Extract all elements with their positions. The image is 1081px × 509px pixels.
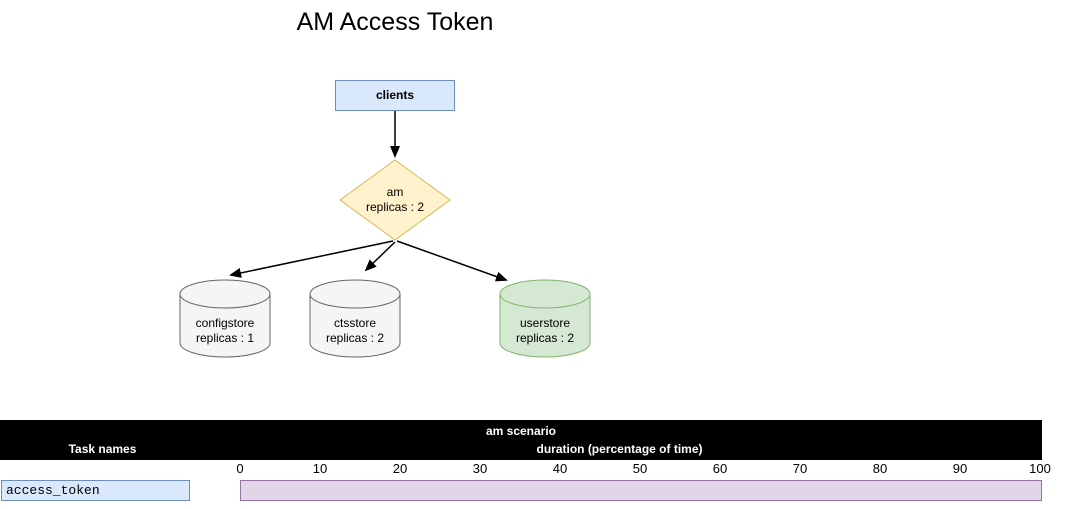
task-name-cell: access_token <box>1 480 190 501</box>
axis-tick-70: 70 <box>792 461 808 476</box>
task-bar <box>240 480 1042 501</box>
axis-tick-50: 50 <box>632 461 648 476</box>
axis-tick-60: 60 <box>712 461 728 476</box>
axis-tick-80: 80 <box>872 461 888 476</box>
arrow-am-to-configstore <box>229 240 394 278</box>
axis-tick-100: 100 <box>1029 461 1051 476</box>
axis-tick-30: 30 <box>472 461 488 476</box>
ctsstore-label-line2: replicas : 2 <box>325 331 385 345</box>
am-decision-diamond <box>339 159 451 241</box>
am-label: am replicas : 2 <box>340 185 450 215</box>
axis-tick-10: 10 <box>312 461 328 476</box>
ctsstore-label-line1: ctsstore <box>333 316 376 330</box>
arrow-am-to-ctsstore <box>364 241 396 272</box>
configstore-label-line1: configstore <box>195 316 255 330</box>
gantt-task-column-header: Task names <box>68 442 137 456</box>
axis-tick-0: 0 <box>236 461 244 476</box>
configstore-label: configstore replicas : 1 <box>180 316 270 346</box>
ctsstore-cylinder <box>309 279 401 358</box>
userstore-cylinder <box>499 279 591 358</box>
am-label-line1: am <box>386 185 404 199</box>
axis-tick-40: 40 <box>552 461 568 476</box>
am-label-line2: replicas : 2 <box>365 200 425 214</box>
userstore-label: userstore replicas : 2 <box>500 316 590 346</box>
configstore-cylinder <box>179 279 271 358</box>
axis-tick-20: 20 <box>392 461 408 476</box>
clients-label: clients <box>375 88 414 102</box>
gantt-scenario-title: am scenario <box>485 424 557 438</box>
gantt-duration-header: duration (percentage of time) <box>536 442 703 456</box>
axis-tick-90: 90 <box>952 461 968 476</box>
architecture-diagram <box>179 80 591 358</box>
clients-box <box>335 80 455 111</box>
gantt-axis: 0 10 20 30 40 50 60 70 80 90 100 <box>236 461 1050 478</box>
arrow-am-to-userstore <box>396 240 508 282</box>
userstore-label-line2: replicas : 2 <box>515 331 575 345</box>
gantt-header: am scenario Task names duration (percent… <box>0 420 1042 460</box>
ctsstore-label: ctsstore replicas : 2 <box>310 316 400 346</box>
page-title: AM Access Token <box>296 8 494 36</box>
userstore-label-line1: userstore <box>519 316 571 330</box>
configstore-label-line2: replicas : 1 <box>195 331 255 345</box>
